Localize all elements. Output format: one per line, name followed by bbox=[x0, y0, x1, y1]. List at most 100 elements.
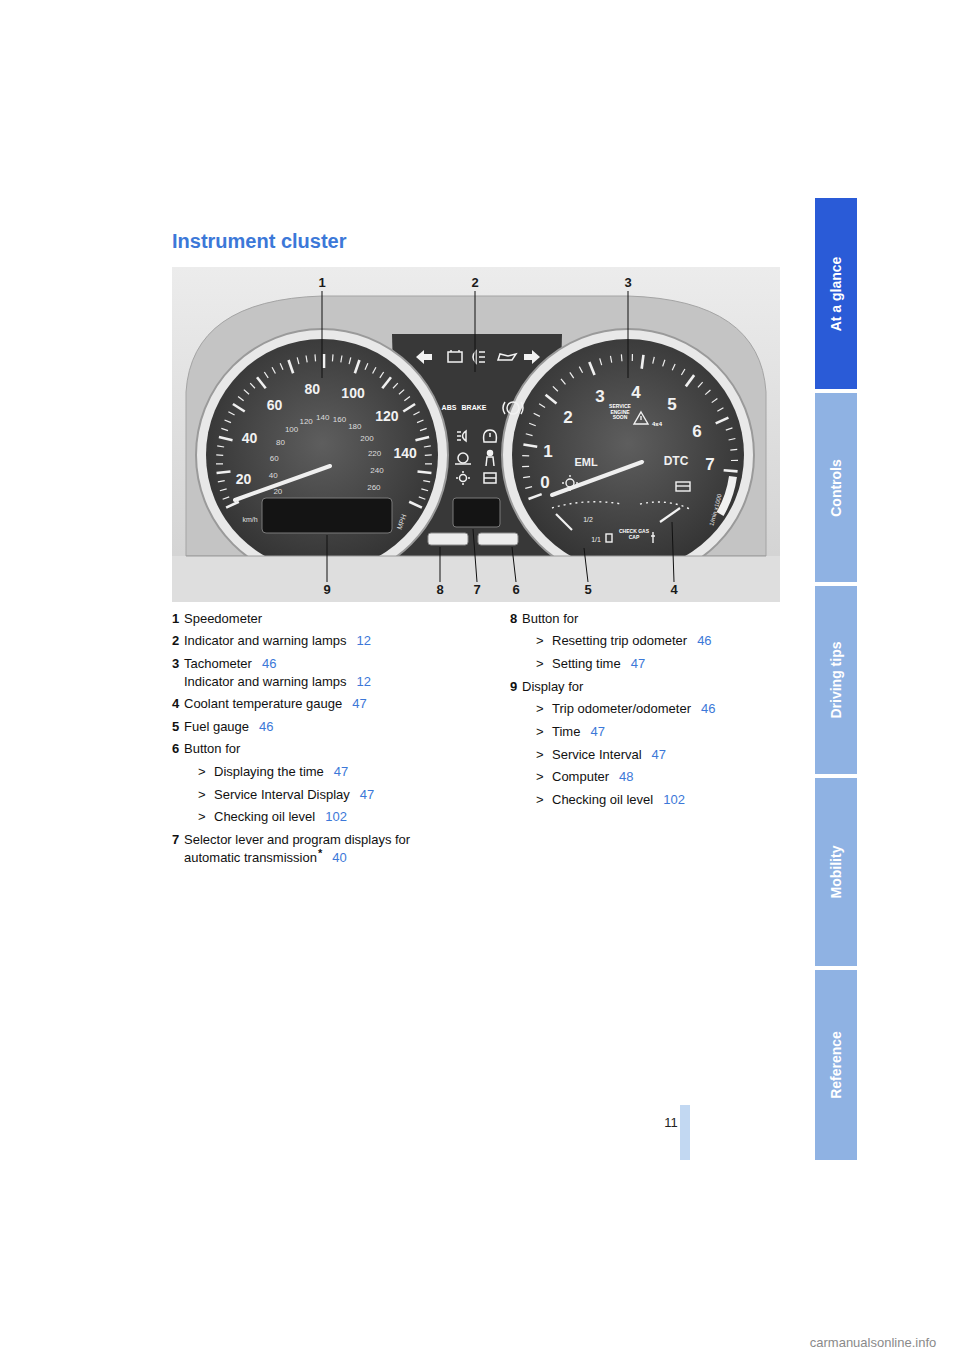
tab-label: Controls bbox=[828, 459, 844, 517]
tick-mark bbox=[731, 460, 738, 461]
page-reference: 102 bbox=[663, 792, 685, 809]
tick-mark bbox=[729, 438, 736, 440]
tick-mark bbox=[373, 367, 376, 373]
page-number-bar bbox=[680, 1105, 690, 1160]
tick-mark bbox=[257, 377, 266, 388]
page-reference: 47 bbox=[352, 696, 366, 713]
bullet-marker: > bbox=[536, 724, 552, 741]
speed-scale-number: 120 bbox=[375, 408, 398, 424]
tick-mark bbox=[546, 395, 557, 404]
item-text: Coolant temperature gauge bbox=[184, 696, 342, 713]
item-text: Checking oil level bbox=[214, 809, 315, 826]
tick-mark bbox=[382, 377, 391, 388]
item-text: Button for bbox=[184, 741, 240, 758]
tick-mark bbox=[420, 428, 427, 430]
item-text: Computer bbox=[552, 769, 609, 786]
tick-mark bbox=[289, 360, 294, 373]
tick-mark bbox=[332, 354, 334, 361]
tick-mark bbox=[404, 397, 410, 401]
tick-mark bbox=[233, 404, 245, 412]
tick-mark bbox=[223, 497, 230, 499]
kmh-scale-number: 80 bbox=[276, 438, 285, 447]
callout-number: 7 bbox=[473, 583, 480, 598]
list-line: Indicator and warning lamps 12 bbox=[184, 674, 371, 691]
tick-mark bbox=[341, 356, 342, 363]
item-number: 2 bbox=[172, 633, 184, 650]
tick-mark bbox=[403, 404, 415, 412]
tick-mark bbox=[698, 382, 703, 387]
gauge-ticks bbox=[216, 354, 738, 516]
tick-mark bbox=[399, 390, 404, 395]
bullet-marker: > bbox=[536, 656, 552, 673]
list-line: automatic transmission*40 bbox=[184, 850, 347, 867]
tick-mark bbox=[280, 363, 283, 369]
tick-mark bbox=[409, 502, 422, 508]
list-line: 2Indicator and warning lamps12 bbox=[172, 633, 371, 650]
list-line: 9Display for bbox=[510, 679, 583, 696]
kmh-scale-number: 120 bbox=[299, 417, 312, 426]
tick-mark bbox=[523, 477, 530, 478]
item-text: Indicator and warning lamps bbox=[184, 674, 347, 691]
item-text: Tachometer bbox=[184, 656, 252, 673]
warning-lamp-label: BRAKE bbox=[462, 404, 487, 412]
bullet-marker: > bbox=[536, 747, 552, 764]
rpm-scale-number: 2 bbox=[563, 408, 572, 428]
list-line: 4Coolant temperature gauge 47 bbox=[172, 696, 367, 713]
tick-mark bbox=[219, 437, 233, 440]
kmh-scale-number: 200 bbox=[360, 435, 373, 444]
list-line: >Displaying the time47 bbox=[198, 764, 348, 781]
section-tab: At a glance bbox=[815, 198, 857, 389]
page-reference: 47 bbox=[334, 764, 348, 781]
tick-mark bbox=[539, 404, 545, 408]
tachometer-icons bbox=[552, 412, 692, 543]
tick-mark bbox=[423, 481, 430, 482]
tick-mark bbox=[730, 449, 737, 451]
list-line: >Time47 bbox=[536, 724, 605, 741]
section-tab: Controls bbox=[815, 393, 857, 582]
tick-mark bbox=[717, 408, 723, 412]
page-reference: 46 bbox=[701, 701, 715, 718]
callout-number: 3 bbox=[624, 276, 631, 291]
list-line: >Setting time47 bbox=[536, 656, 645, 673]
tick-mark bbox=[724, 470, 738, 471]
bullet-marker: > bbox=[198, 787, 214, 804]
item-text: Indicator and warning lamps bbox=[184, 633, 347, 650]
tick-mark bbox=[672, 364, 675, 370]
item-text: Trip odometer/odometer bbox=[552, 701, 691, 718]
tick-mark bbox=[250, 383, 255, 388]
page-reference: 47 bbox=[360, 787, 374, 804]
tick-mark bbox=[264, 372, 268, 378]
page-reference: 12 bbox=[357, 674, 371, 691]
item-text: Time bbox=[552, 724, 580, 741]
tick-mark bbox=[610, 356, 611, 363]
photo-ground bbox=[172, 267, 780, 602]
warning-lamp-label: ABS bbox=[442, 404, 457, 412]
tick-mark bbox=[579, 367, 582, 373]
item-text: automatic transmission bbox=[184, 850, 317, 867]
tick-mark bbox=[217, 472, 231, 473]
kmh-scale-number: 260 bbox=[367, 483, 380, 492]
callout-number: 4 bbox=[670, 583, 677, 598]
tick-mark bbox=[681, 369, 685, 375]
tick-mark bbox=[529, 423, 536, 426]
list-line: 8Button for bbox=[510, 611, 578, 628]
item-text: Resetting trip odometer bbox=[552, 633, 687, 650]
tick-mark bbox=[380, 372, 384, 378]
tick-mark bbox=[523, 445, 537, 447]
kmh-scale-number: 160 bbox=[333, 415, 346, 424]
page-title: Instrument cluster bbox=[172, 230, 346, 253]
tick-mark bbox=[218, 481, 225, 482]
tick-mark bbox=[425, 463, 432, 464]
unit-label: km/h bbox=[242, 516, 257, 524]
watermark: carmanualsonline.info bbox=[810, 1336, 936, 1351]
indicator-label: DTC bbox=[664, 455, 689, 469]
item-text: Button for bbox=[522, 611, 578, 628]
kmh-scale-number: 100 bbox=[285, 426, 298, 435]
tick-mark bbox=[418, 472, 432, 473]
item-text: Setting time bbox=[552, 656, 621, 673]
display-panel bbox=[453, 498, 500, 527]
page-reference: 102 bbox=[325, 809, 347, 826]
item-number: 4 bbox=[172, 696, 184, 713]
tick-mark bbox=[306, 356, 307, 363]
rpm-scale-number: 6 bbox=[692, 422, 701, 442]
